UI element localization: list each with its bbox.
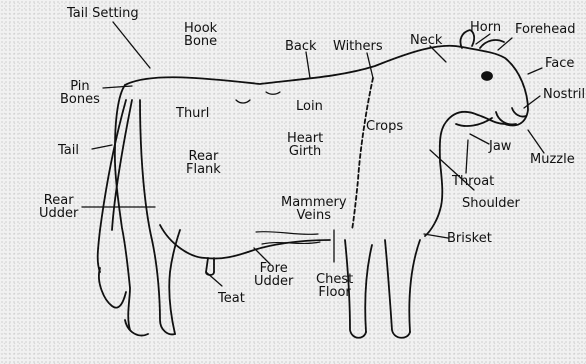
label-thurl: Thurl [176,107,209,120]
label-mammary-veins: Mammery Veins [281,196,347,222]
label-chest-floor: Chest Floor [316,273,353,299]
label-tail: Tail [58,144,79,157]
label-face: Face [545,57,574,70]
rear-leg-drawing [125,100,180,335]
label-back: Back [285,40,317,53]
front-legs-drawing [345,240,420,338]
label-neck: Neck [410,34,442,47]
label-withers: Withers [333,40,383,53]
udder-drawing [160,225,330,275]
label-rear-flank: Rear Flank [186,150,221,176]
label-rear-udder-line2: Udder [39,207,78,220]
label-horn: Horn [470,21,501,34]
label-pin-bones: Pin Bones [60,80,100,106]
label-hook-bone-line2: Bone [184,35,217,48]
label-crops: Crops [366,120,403,133]
label-heart-girth-line2: Girth [287,145,323,158]
label-forehead: Forehead [515,23,575,36]
label-tail-setting: Tail Setting [67,7,139,20]
label-fore-udder: Fore Udder [254,262,293,288]
label-heart-girth: Heart Girth [287,132,323,158]
label-nostril: Nostril [543,88,585,101]
label-pin-bones-line2: Bones [60,93,100,106]
label-chest-floor-line2: Floor [316,286,353,299]
label-muzzle: Muzzle [530,153,575,166]
label-fore-udder-line2: Udder [254,275,293,288]
label-brisket: Brisket [447,232,492,245]
label-rear-udder: Rear Udder [39,194,78,220]
label-throat: Throat [452,175,494,188]
crops-line [352,78,373,230]
label-hook-bone: Hook Bone [184,22,217,48]
label-rear-flank-line2: Flank [186,163,221,176]
label-teat: Teat [218,292,245,305]
label-shoulder: Shoulder [462,197,520,210]
label-loin: Loin [296,100,323,113]
label-mammary-veins-line2: Veins [281,209,347,222]
label-jaw: Jaw [489,140,511,153]
